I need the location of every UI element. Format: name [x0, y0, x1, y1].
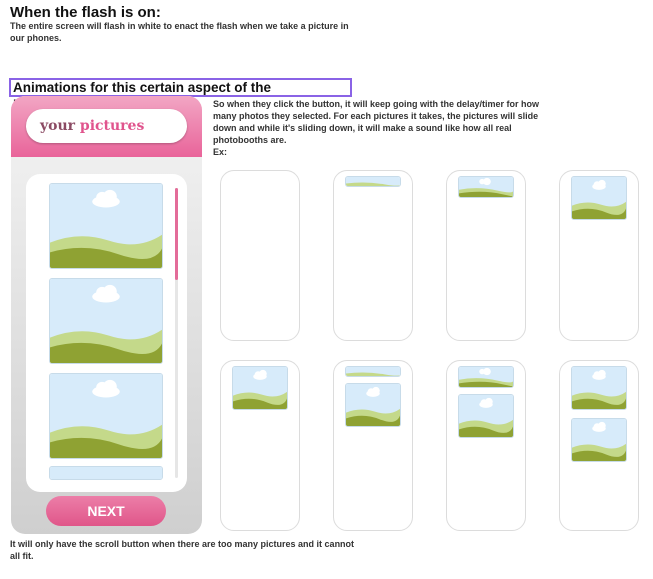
example-frame-step-5	[220, 360, 300, 531]
landscape-photo-icon	[50, 184, 162, 268]
landscape-photo-icon	[233, 367, 287, 409]
example-frame-step-3	[446, 170, 526, 341]
landscape-photo-icon	[346, 384, 400, 426]
pictures-gallery	[26, 174, 187, 492]
flash-section-description: The entire screen will flash in white to…	[10, 21, 349, 43]
example-frame-step-7	[446, 360, 526, 531]
sliding-picture	[458, 394, 514, 438]
phone-mockup: your pictures	[11, 96, 202, 534]
landscape-photo-icon	[50, 279, 162, 363]
gallery-picture[interactable]	[49, 466, 163, 480]
sliding-picture	[232, 366, 288, 410]
landscape-photo-icon	[572, 419, 626, 461]
sliding-picture	[571, 366, 627, 410]
flash-section-title: When the flash is on:	[10, 4, 161, 21]
sliding-picture	[571, 418, 627, 462]
example-frame-step-6	[333, 360, 413, 531]
animation-description: So when they click the button, it will k…	[213, 99, 540, 145]
gallery-picture[interactable]	[49, 183, 163, 269]
sliding-picture	[458, 366, 514, 388]
your-pictures-title: your pictures	[26, 109, 187, 143]
landscape-photo-icon	[459, 395, 513, 437]
landscape-photo-icon	[346, 177, 400, 186]
scroll-footnote: It will only have the scroll button when…	[10, 539, 355, 561]
example-frame-step-1	[220, 170, 300, 341]
example-frame-step-8	[559, 360, 639, 531]
example-label: Ex:	[213, 147, 228, 157]
landscape-photo-icon	[572, 177, 626, 219]
example-frame-step-4	[559, 170, 639, 341]
animation-section-title: Animations for this certain aspect of th…	[9, 78, 352, 110]
gallery-picture[interactable]	[49, 373, 163, 459]
gallery-scrollbar[interactable]	[175, 188, 178, 478]
sliding-picture	[571, 176, 627, 220]
landscape-photo-icon	[346, 367, 400, 376]
sliding-picture	[458, 176, 514, 198]
next-button[interactable]: NEXT	[46, 496, 166, 526]
landscape-photo-icon	[50, 467, 162, 479]
sliding-picture	[345, 366, 401, 377]
example-frame-step-2	[333, 170, 413, 341]
title-part-your: your	[40, 118, 76, 134]
sliding-picture	[345, 176, 401, 187]
sliding-picture	[345, 383, 401, 427]
landscape-photo-icon	[50, 374, 162, 458]
title-part-pictures: pictures	[79, 118, 145, 134]
phone-header: your pictures	[11, 96, 202, 157]
landscape-photo-icon	[459, 177, 513, 197]
gallery-picture[interactable]	[49, 278, 163, 364]
landscape-photo-icon	[459, 367, 513, 387]
scrollbar-thumb[interactable]	[175, 188, 178, 280]
landscape-photo-icon	[572, 367, 626, 409]
